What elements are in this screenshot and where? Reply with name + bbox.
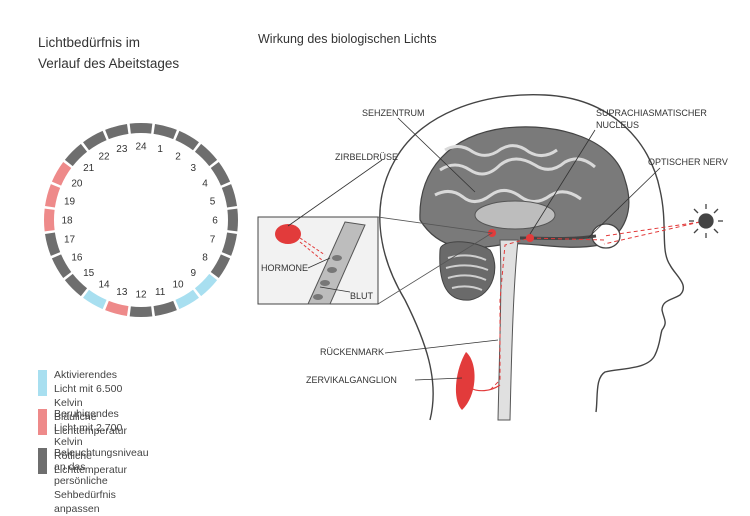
clock-segment-hour-8 <box>210 254 231 278</box>
blood-cell-2 <box>327 267 337 273</box>
clock-segment-hour-12 <box>129 306 153 317</box>
head-outline <box>379 94 685 421</box>
leader-lines <box>287 117 661 381</box>
clock-hour-label: 14 <box>98 280 110 291</box>
blood-cell-4 <box>313 294 323 300</box>
label-spinal-cord: RÜCKENMARK <box>320 347 384 357</box>
label-blood: BLUT <box>350 291 374 301</box>
eye <box>591 223 621 249</box>
clock-segment-hour-11 <box>153 300 177 316</box>
clock-hour-label: 20 <box>71 179 83 190</box>
label-suprachiasmatic-1: SUPRACHIASMATISCHER <box>596 108 707 118</box>
clock-hour-label: 2 <box>175 151 181 162</box>
clock-hour-label: 8 <box>202 253 208 264</box>
clock-hour-label: 5 <box>210 196 216 207</box>
clock-hour-label: 12 <box>135 290 147 301</box>
clock-segment-hour-19 <box>45 184 61 208</box>
label-sehzentrum: SEHZENTRUM <box>362 108 425 118</box>
clock-hour-label: 13 <box>116 287 128 298</box>
inset-projection <box>377 216 494 305</box>
clock-segment-hour-22 <box>83 130 107 151</box>
clock-segment-hour-10 <box>175 289 199 310</box>
clock-segment-hour-13 <box>105 300 129 316</box>
clock-hour-label: 19 <box>64 196 76 207</box>
clock-segment-hour-17 <box>45 232 61 256</box>
clock-hour-label: 4 <box>202 179 208 190</box>
clock-segment-hour-14 <box>83 289 107 310</box>
cerebellum <box>439 241 496 301</box>
legend-swatch <box>38 409 47 435</box>
clock-hour-label: 15 <box>83 268 95 279</box>
clock-hour-label: 3 <box>191 163 197 174</box>
suprachiasmatic-nucleus <box>526 234 534 242</box>
clock-segment-hour-4 <box>210 162 231 186</box>
legend-label: Aktivierendes Licht mit 6.500 Kelvin Blä… <box>54 369 127 437</box>
clock-hour-label: 24 <box>135 142 147 153</box>
clock-segment-hour-24 <box>129 123 153 134</box>
clock-hour-label: 9 <box>191 268 197 279</box>
clock-hour-label: 7 <box>210 235 216 246</box>
clock-segment-hour-3 <box>194 143 218 167</box>
clock-segment-hour-2 <box>175 130 199 151</box>
clock-segment-hour-21 <box>64 143 88 167</box>
clock-hour-label: 10 <box>172 280 184 291</box>
clock-segment-hour-6 <box>227 208 238 232</box>
clock-hour-label: 23 <box>116 144 128 155</box>
clock-hour-label: 16 <box>71 253 83 264</box>
hormone-flow <box>299 237 326 261</box>
label-hormone: HORMONE <box>261 263 308 273</box>
clock-segment-hour-20 <box>51 162 72 186</box>
clock-hour-label: 17 <box>64 235 76 246</box>
clock-hour-label: 22 <box>98 151 110 162</box>
clock-segment-hour-16 <box>51 254 72 278</box>
light-signal-path <box>489 221 701 391</box>
clock-hour-label: 11 <box>155 287 166 298</box>
label-suprachiasmatic-2: NUCLEUS <box>596 120 639 130</box>
inset-pineal-gland <box>275 224 301 244</box>
clock-hour-label: 1 <box>157 144 163 155</box>
legend-label: Beleuchtungsniveau an das persönliche Se… <box>54 447 149 515</box>
legend-swatch <box>38 448 47 474</box>
clock-segment-hour-5 <box>221 184 237 208</box>
legend-label: Beruhigendes Licht mit 2.700 Kelvin Rötl… <box>54 408 127 476</box>
clock-segment-hour-23 <box>105 124 129 140</box>
clock-hour-label: 21 <box>83 163 95 174</box>
legend-swatch <box>38 370 47 396</box>
clock-title-line-1: Lichtbedürfnis im <box>38 35 141 50</box>
cerebellum-folds <box>445 254 489 291</box>
clock-hour-label: 6 <box>212 216 218 227</box>
blood-cell-3 <box>320 280 330 286</box>
brain-light-diagram: SEHZENTRUM SUPRACHIASMATISCHER NUCLEUS O… <box>257 94 728 421</box>
ganglion-nerve <box>469 384 501 392</box>
clock-title-line-2: Verlauf des Abeitstages <box>38 56 180 71</box>
brain-diagram-title: Wirkung des biologischen Lichts <box>258 32 437 46</box>
brain-folds <box>434 144 596 203</box>
label-optic-nerve: OPTISCHER NERV <box>648 157 728 167</box>
clock-hour-label: 18 <box>61 216 73 227</box>
sun-icon <box>689 204 723 238</box>
label-pineal: ZIRBELDRÜSE <box>335 152 398 162</box>
corpus-callosum <box>474 200 556 230</box>
clock-segment-hour-9 <box>194 273 218 297</box>
blood-cell-1 <box>332 255 342 261</box>
spinal-cord <box>497 239 519 421</box>
clock-title: Lichtbedürfnis im Verlauf des Abeitstage… <box>38 32 179 74</box>
clock-segment-hour-1 <box>153 124 177 140</box>
clock-segment-hour-18 <box>44 208 55 232</box>
clock-segment-hour-15 <box>64 273 88 297</box>
clock-segment-hour-7 <box>221 232 237 256</box>
label-cervical-ganglion: ZERVIKALGANGLION <box>306 375 397 385</box>
cervical-ganglion <box>455 352 475 410</box>
